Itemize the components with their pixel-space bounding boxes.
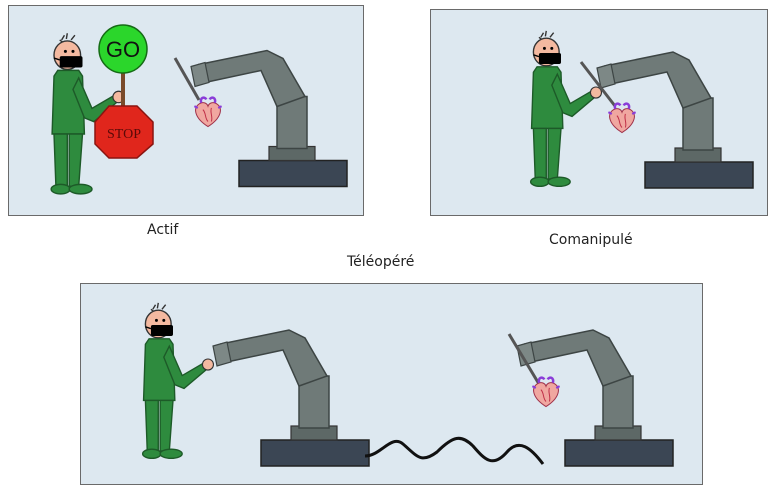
panel-active-drawing: GO STOP [50, 24, 348, 195]
panel-active: GO STOP [8, 5, 364, 216]
surgeon-icon [141, 302, 215, 460]
instrument [173, 57, 201, 101]
panel-comanipulated [430, 9, 768, 216]
heart-icon [607, 102, 637, 134]
stop-label: STOP [107, 127, 141, 142]
panel-comanipulated-drawing [529, 30, 754, 189]
stop-sign-icon [94, 105, 154, 159]
instrument [507, 333, 541, 385]
panel-teleoperated [80, 283, 703, 485]
go-stop-paddle [94, 24, 154, 159]
surgeon-icon [529, 30, 603, 188]
cable-icon [364, 436, 545, 465]
caption-teleoperated: Téléopéré [347, 254, 415, 270]
panel-teleoperated-drawing [141, 302, 674, 467]
robot-arm-icon [212, 329, 370, 467]
caption-comanipulated: Comanipulé [549, 232, 633, 248]
go-label: GO [106, 37, 140, 62]
instrument [579, 61, 617, 107]
go-sign-icon [98, 24, 148, 74]
caption-active: Actif [147, 222, 179, 238]
heart-icon [193, 96, 223, 128]
